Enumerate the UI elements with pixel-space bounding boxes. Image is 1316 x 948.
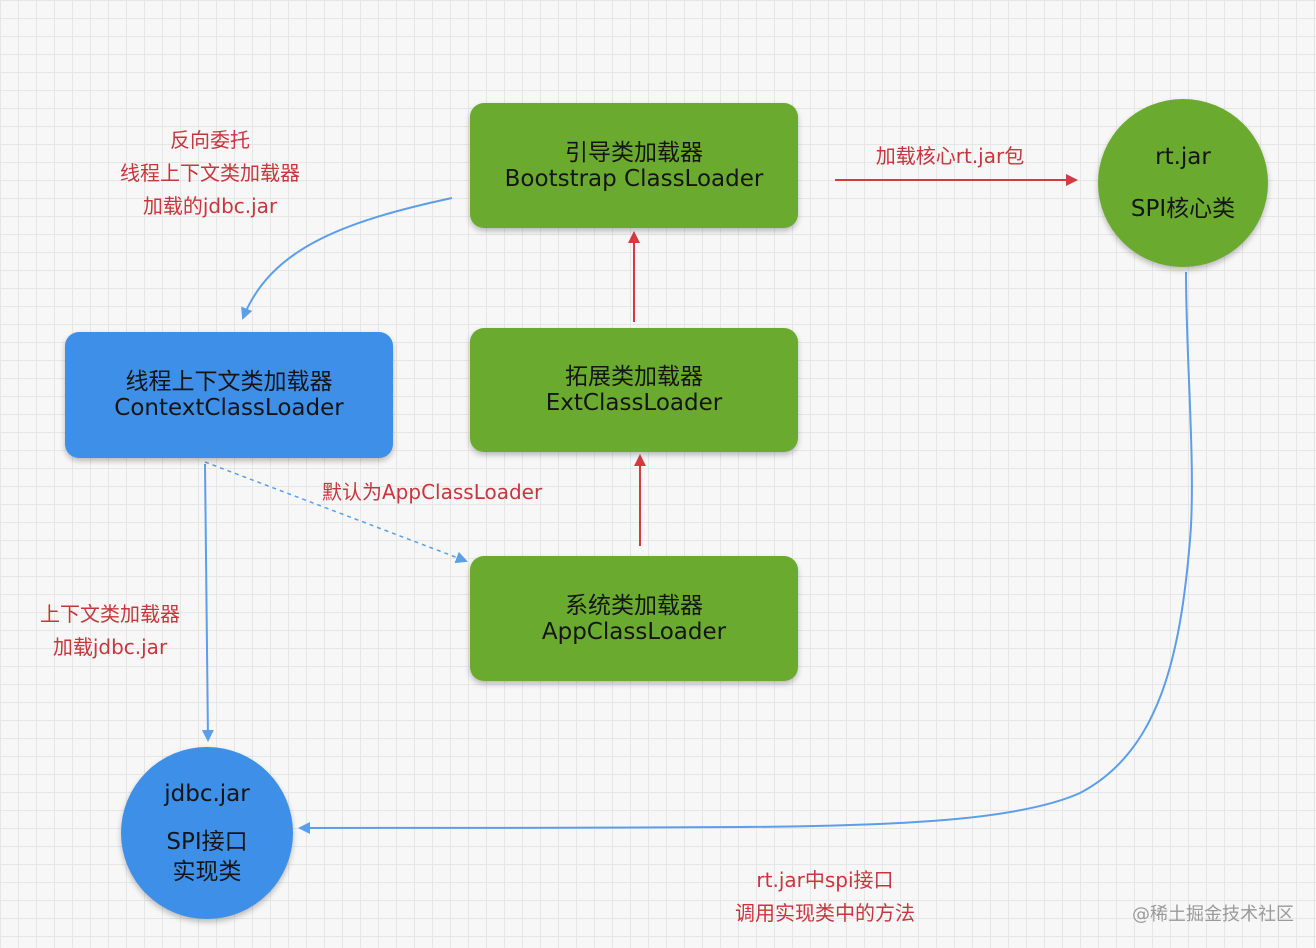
load-core-text: 加载核心rt.jar包 xyxy=(875,144,1025,168)
app-label-en: AppClassLoader xyxy=(541,618,727,645)
reverse-delegation-line3: 加载的jdbc.jar xyxy=(142,194,278,218)
rt-spi-call-line2: 调用实现类中的方法 xyxy=(735,901,915,925)
rt-spi-call-line1: rt.jar中spi接口 xyxy=(756,868,894,892)
jdbc-jar-subtitle-2: 实现类 xyxy=(172,859,242,885)
app-label-cn: 系统类加载器 xyxy=(565,592,703,619)
app-classloader-box: 系统类加载器 AppClassLoader xyxy=(470,556,798,681)
default-app-label: 默认为AppClassLoader xyxy=(322,476,602,509)
reverse-delegation-line1: 反向委托 xyxy=(170,128,250,152)
bootstrap-label-cn: 引导类加载器 xyxy=(565,139,703,166)
context-label-en: ContextClassLoader xyxy=(114,395,344,421)
arrow-context-to-app-default xyxy=(204,461,468,564)
default-app-text: 默认为AppClassLoader xyxy=(322,480,543,504)
rt-jar-subtitle: SPI核心类 xyxy=(1130,196,1236,222)
ext-classloader-box: 拓展类加载器 ExtClassLoader xyxy=(470,328,798,452)
bootstrap-label-en: Bootstrap ClassLoader xyxy=(504,165,764,192)
ext-label-cn: 拓展类加载器 xyxy=(565,364,703,390)
jdbc-jar-subtitle-1: SPI接口 xyxy=(166,829,248,855)
reverse-delegation-line2: 线程上下文类加载器 xyxy=(120,161,300,185)
watermark: @稀土掘金技术社区 xyxy=(1132,904,1294,925)
arrow-context-to-jdbc xyxy=(201,463,214,742)
reverse-delegation-label: 反向委托 线程上下文类加载器 加载的jdbc.jar xyxy=(80,124,340,223)
arrow-reverse-delegation xyxy=(241,197,453,320)
context-label-cn: 线程上下文类加载器 xyxy=(125,369,333,395)
ext-label-en: ExtClassLoader xyxy=(545,390,723,416)
context-load-label: 上下文类加载器 加载jdbc.jar xyxy=(20,598,200,664)
jdbc-jar-title: jdbc.jar xyxy=(164,781,250,807)
bootstrap-classloader-box: 引导类加载器 Bootstrap ClassLoader xyxy=(470,103,798,228)
context-load-line2: 加载jdbc.jar xyxy=(52,635,168,659)
arrow-rtjar-to-jdbc xyxy=(298,271,1193,834)
context-load-line1: 上下文类加载器 xyxy=(40,602,180,626)
jdbc-jar-circle: jdbc.jar SPI接口 实现类 xyxy=(121,747,293,919)
rt-jar-title: rt.jar xyxy=(1155,144,1211,170)
rt-spi-call-label: rt.jar中spi接口 调用实现类中的方法 xyxy=(700,864,950,930)
load-core-label: 加载核心rt.jar包 xyxy=(860,140,1040,173)
context-classloader-box: 线程上下文类加载器 ContextClassLoader xyxy=(65,332,393,458)
rt-jar-circle: rt.jar SPI核心类 xyxy=(1098,99,1268,267)
